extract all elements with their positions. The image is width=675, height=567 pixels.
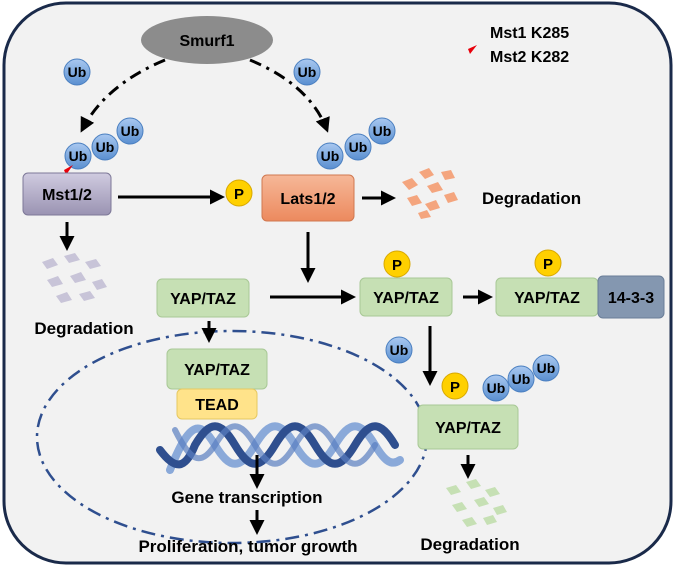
smurf1-to-mst-arrow (80, 58, 166, 133)
svg-text:Ub: Ub (68, 64, 87, 80)
svg-text:Ub: Ub (298, 64, 317, 80)
svg-text:Ub: Ub (512, 371, 531, 387)
legend-mst2-site: Mst2 K282 (490, 49, 569, 66)
svg-text:Ub: Ub (537, 360, 556, 376)
phospho-badge-yap: P (383, 250, 411, 278)
yap-degradation-fragments (446, 479, 507, 527)
yap-ubiq-label: YAP/TAZ (435, 420, 501, 437)
lats-degradation-label: Degradation (482, 189, 581, 208)
ub-badge-free-yap: Ub (385, 336, 413, 364)
legend: Mst1 K285 Mst2 K282 (468, 25, 569, 66)
svg-text:P: P (392, 257, 402, 274)
ub-badge-free-right: Ub (293, 58, 321, 86)
mst-degradation-label: Degradation (34, 319, 133, 338)
svg-text:P: P (543, 256, 553, 273)
lats-degradation-fragments (402, 168, 458, 219)
yap-ubiq-node: YAP/TAZ (417, 404, 519, 450)
ub-badge-free-left: Ub (63, 58, 91, 86)
protein-1433-label: 14-3-3 (608, 290, 654, 307)
smurf1-label: Smurf1 (179, 33, 234, 50)
svg-text:Ub: Ub (69, 148, 88, 164)
yap-nuclear-node: YAP/TAZ (166, 348, 268, 390)
mst-node: Mst1/2 (22, 172, 112, 216)
phospho-badge-lats: P (225, 179, 253, 207)
svg-text:Ub: Ub (487, 380, 506, 396)
lats-label: Lats1/2 (280, 191, 335, 208)
ub-chain-lats: Ub Ub Ub (316, 117, 396, 170)
yap-phospho-label: YAP/TAZ (373, 290, 439, 307)
protein-1433-node: 14-3-3 (597, 275, 665, 319)
lats-node: Lats1/2 (261, 174, 355, 222)
yap-bound-node: YAP/TAZ (495, 277, 599, 317)
smurf1-node: Smurf1 (141, 16, 273, 64)
phospho-badge-yap-ubiq: P (441, 372, 469, 400)
tead-node: TEAD (176, 388, 258, 420)
svg-text:Ub: Ub (349, 139, 368, 155)
yap-main-label: YAP/TAZ (170, 291, 236, 308)
svg-text:Ub: Ub (390, 342, 409, 358)
mst-degradation-fragments (42, 253, 107, 303)
dna-helix (156, 422, 404, 474)
mst-label: Mst1/2 (42, 187, 92, 204)
svg-text:Ub: Ub (321, 148, 340, 164)
smurf1-to-lats-arrow (249, 58, 330, 133)
yap-phospho-node: YAP/TAZ (359, 277, 453, 317)
yap-nuclear-label: YAP/TAZ (184, 362, 250, 379)
yap-bound-label: YAP/TAZ (514, 290, 580, 307)
phospho-badge-yap-bound: P (534, 249, 562, 277)
gene-transcription-label: Gene transcription (171, 488, 322, 507)
yap-degradation-label: Degradation (420, 535, 519, 554)
yap-main-node: YAP/TAZ (156, 278, 250, 318)
proliferation-label: Proliferation, tumor growth (138, 537, 357, 556)
ub-chain-mst: Ub Ub Ub (64, 117, 144, 175)
svg-text:Ub: Ub (121, 123, 140, 139)
svg-text:P: P (450, 379, 460, 396)
svg-text:Ub: Ub (96, 139, 115, 155)
tead-label: TEAD (195, 397, 239, 414)
svg-text:P: P (234, 186, 244, 203)
svg-text:Ub: Ub (373, 123, 392, 139)
legend-mst1-site: Mst1 K285 (490, 25, 569, 42)
lysine-marker-icon (468, 45, 477, 54)
ub-chain-yap: Ub Ub Ub (482, 354, 560, 402)
